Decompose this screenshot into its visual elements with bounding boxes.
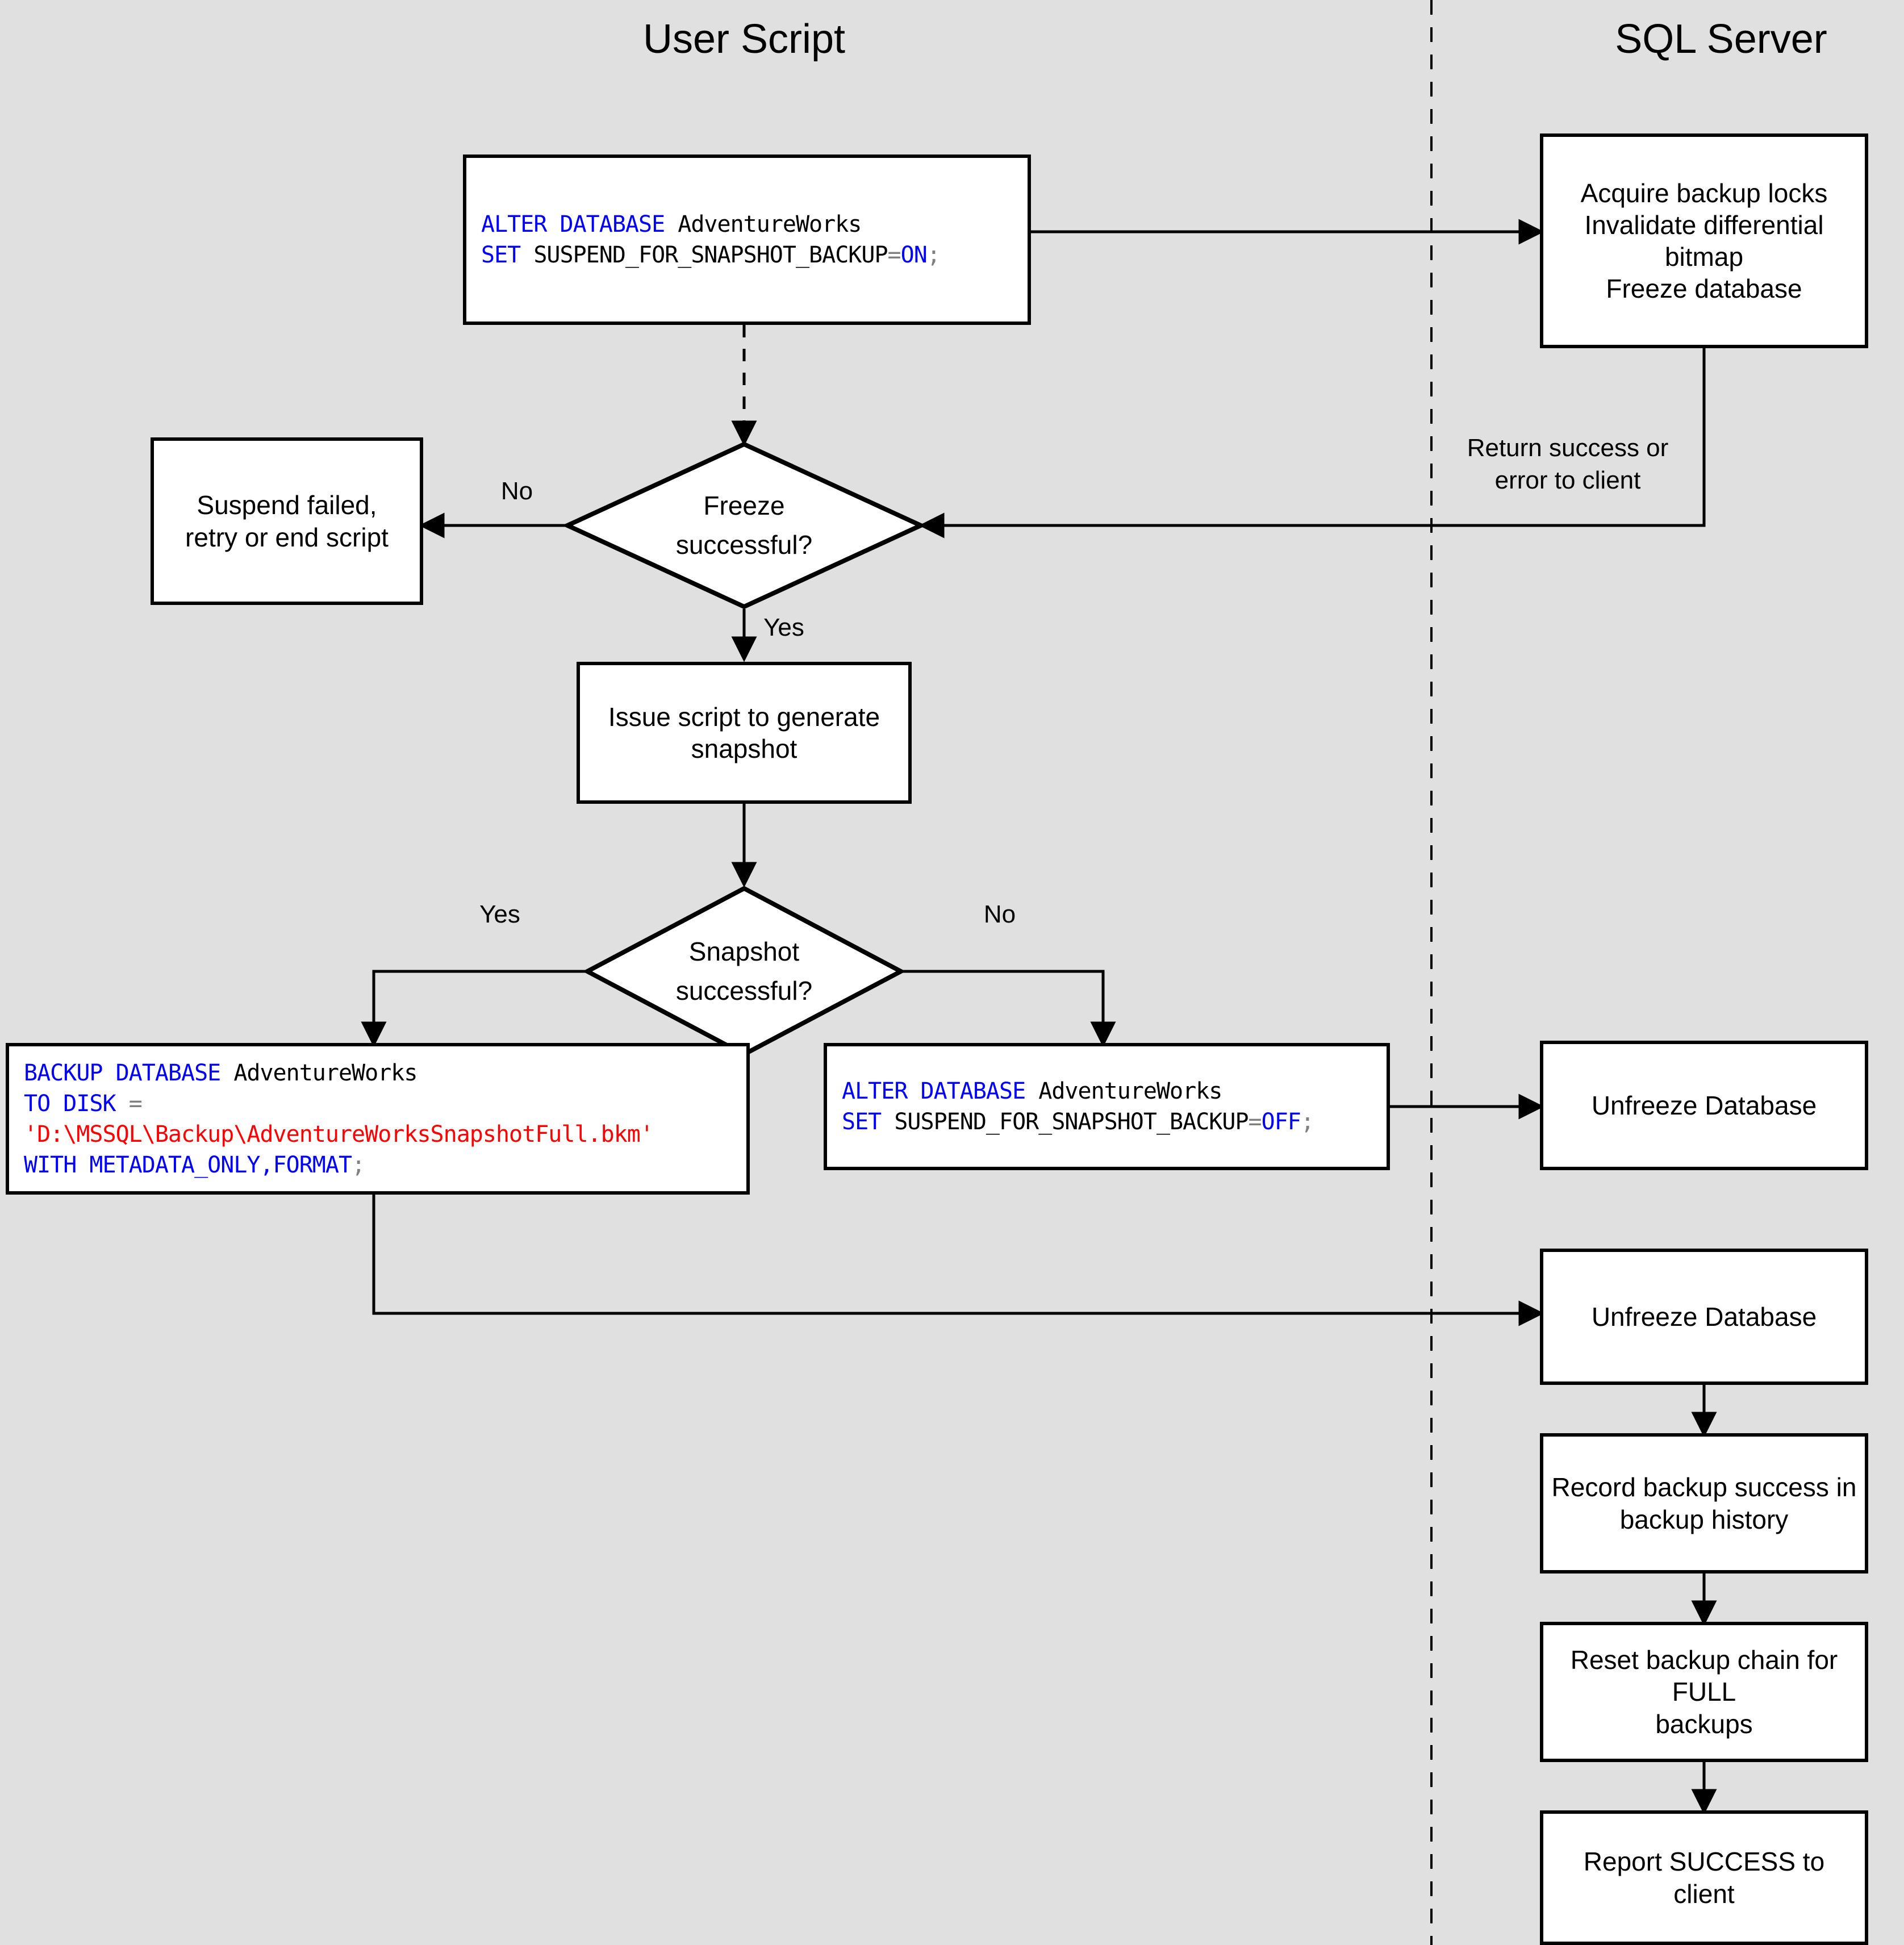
edge-label-freeze-no: No (500, 477, 533, 505)
node-label: Report SUCCESS to client (1583, 1847, 1825, 1909)
code-line: TO DISK = (24, 1090, 143, 1117)
node-label: Unfreeze Database (1591, 1090, 1817, 1120)
node-report-success: Report SUCCESS to client (1540, 1810, 1868, 1945)
code-line: ALTER DATABASE AdventureWorks (481, 211, 862, 237)
lane-title-sql-server: SQL Server (1615, 16, 1827, 62)
code-line: SET SUSPEND_FOR_SNAPSHOT_BACKUP=OFF; (842, 1109, 1314, 1135)
code-line: ALTER DATABASE AdventureWorks (842, 1078, 1222, 1104)
code-line: 'D:\MSSQL\Backup\AdventureWorksSnapshotF… (24, 1121, 654, 1147)
code-block-alter-suspend-off: ALTER DATABASE AdventureWorks SET SUSPEN… (824, 1043, 1390, 1170)
node-label: Suspend failed,retry or end script (185, 490, 389, 552)
code-line: BACKUP DATABASE AdventureWorks (24, 1059, 417, 1086)
edge-backup-to-unfreeze2 (372, 1195, 1544, 1326)
node-label: Unfreeze Database (1591, 1301, 1817, 1332)
edge-label-snapshot-no: No (983, 900, 1016, 928)
edge-label-freeze-yes: Yes (763, 613, 804, 641)
node-unfreeze-database-1: Unfreeze Database (1540, 1041, 1868, 1170)
code-line: WITH METADATA_ONLY,FORMAT; (24, 1151, 365, 1178)
code-line: SET SUSPEND_FOR_SNAPSHOT_BACKUP=ON; (481, 242, 941, 268)
edge-snapshot-no (903, 970, 1116, 1047)
node-suspend-failed: Suspend failed,retry or end script (151, 437, 423, 605)
code-block-alter-suspend-on: ALTER DATABASE AdventureWorks SET SUSPEN… (463, 155, 1031, 325)
edge-label-snapshot-yes: Yes (479, 900, 520, 928)
lane-title-user-script: User Script (642, 16, 846, 62)
code-block-backup-database: BACKUP DATABASE AdventureWorks TO DISK =… (6, 1043, 750, 1195)
node-unfreeze-database-2: Unfreeze Database (1540, 1249, 1868, 1385)
edge-snapshot-yes (361, 970, 585, 1047)
